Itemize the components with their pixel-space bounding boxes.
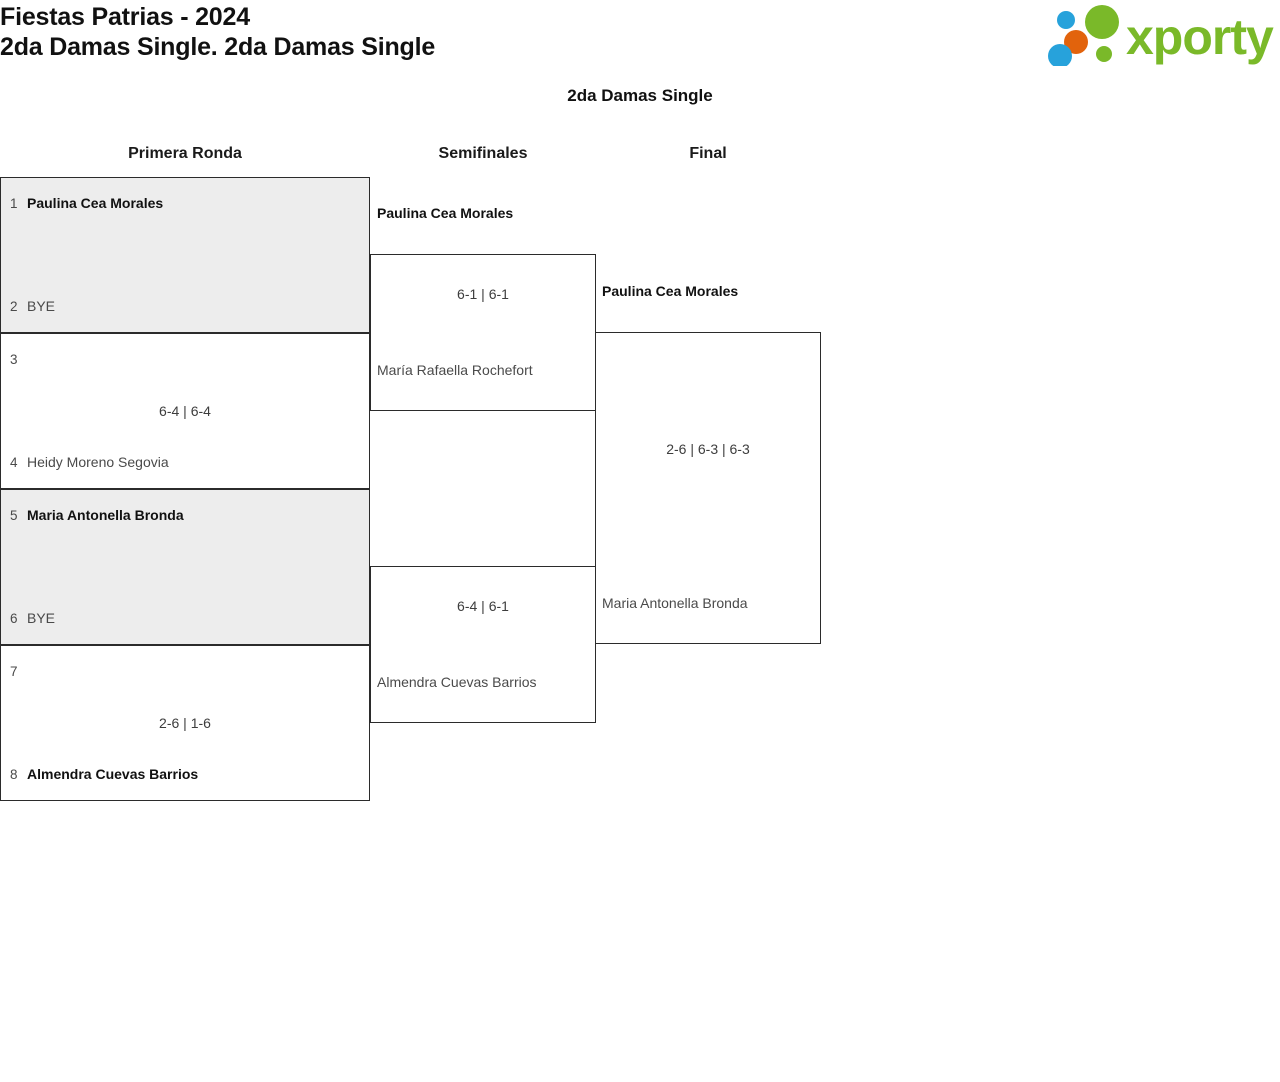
match-r1-4-slot-bottom[interactable]: 8 Almendra Cuevas Barrios xyxy=(10,766,363,782)
logo-dot-blue-bottom xyxy=(1048,44,1072,66)
round-header-final: Final xyxy=(689,145,727,162)
player-name: BYE xyxy=(27,610,56,626)
logo-dot-green-small xyxy=(1096,46,1112,62)
player-name: Almendra Cuevas Barrios xyxy=(27,766,199,782)
final-entrant-top[interactable]: Paulina Cea Morales xyxy=(602,283,739,299)
seed-number: 6 xyxy=(10,611,18,626)
final-entrant-bottom[interactable]: Maria Antonella Bronda xyxy=(602,595,748,611)
match-r1-1-slot-bottom[interactable]: 2 BYE xyxy=(10,298,363,314)
logo-dot-blue-top xyxy=(1057,11,1075,29)
match-r1-2[interactable]: 3 6-4 | 6-4 4 Heidy Moreno Segovia xyxy=(0,333,370,489)
match-r1-1-slot-top[interactable]: 1 Paulina Cea Morales xyxy=(10,195,363,211)
match-r1-2-score: 6-4 | 6-4 xyxy=(159,403,211,419)
match-r1-3[interactable]: 5 Maria Antonella Bronda 6 BYE xyxy=(0,489,370,645)
match-r1-2-slot-top[interactable]: 3 xyxy=(10,351,363,367)
player-name: Maria Antonella Bronda xyxy=(27,507,184,523)
match-final-score: 2-6 | 6-3 | 6-3 xyxy=(666,441,750,457)
semifinal-1-entrant-bottom[interactable]: María Rafaella Rochefort xyxy=(377,362,533,378)
match-r1-4[interactable]: 7 2-6 | 1-6 8 Almendra Cuevas Barrios xyxy=(0,645,370,801)
match-r1-1[interactable]: 1 Paulina Cea Morales 2 BYE xyxy=(0,177,370,333)
seed-number: 8 xyxy=(10,767,18,782)
round-header-primera-ronda: Primera Ronda xyxy=(128,145,242,162)
match-r1-3-slot-top[interactable]: 5 Maria Antonella Bronda xyxy=(10,507,363,523)
player-name: Paulina Cea Morales xyxy=(27,195,164,211)
match-r1-3-slot-bottom[interactable]: 6 BYE xyxy=(10,610,363,626)
match-r1-2-slot-bottom[interactable]: 4 Heidy Moreno Segovia xyxy=(10,454,363,470)
match-r1-4-score: 2-6 | 1-6 xyxy=(159,715,211,731)
match-sf-1-score: 6-1 | 6-1 xyxy=(457,286,509,302)
seed-number: 4 xyxy=(10,455,18,470)
seed-number: 1 xyxy=(10,196,18,211)
semifinal-2-entrant-bottom[interactable]: Almendra Cuevas Barrios xyxy=(377,674,537,690)
match-r1-4-slot-top[interactable]: 7 xyxy=(10,663,363,679)
logo-dot-green-large xyxy=(1085,5,1119,39)
match-final[interactable]: 2-6 | 6-3 | 6-3 xyxy=(595,332,821,644)
round-header-semifinales: Semifinales xyxy=(438,145,528,162)
logo-dot-orange xyxy=(1064,30,1088,54)
match-sf-1[interactable]: 6-1 | 6-1 xyxy=(370,254,596,411)
seed-number: 7 xyxy=(10,664,18,679)
logo-wordmark: xporty xyxy=(1126,9,1274,65)
tournament-name: Fiestas Patrias - 2024 xyxy=(0,3,250,31)
seed-number: 5 xyxy=(10,508,18,523)
player-name: Heidy Moreno Segovia xyxy=(27,454,169,470)
seed-number: 3 xyxy=(10,352,18,367)
draw-title: 2da Damas Single xyxy=(567,86,713,105)
match-sf-2-score: 6-4 | 6-1 xyxy=(457,598,509,614)
xporty-logo[interactable]: xporty xyxy=(1044,4,1276,66)
player-name: BYE xyxy=(27,298,56,314)
match-sf-2[interactable]: 6-4 | 6-1 xyxy=(370,566,596,723)
semifinal-1-entrant-top[interactable]: Paulina Cea Morales xyxy=(377,205,514,221)
seed-number: 2 xyxy=(10,299,18,314)
tournament-category: 2da Damas Single. 2da Damas Single xyxy=(0,33,436,61)
